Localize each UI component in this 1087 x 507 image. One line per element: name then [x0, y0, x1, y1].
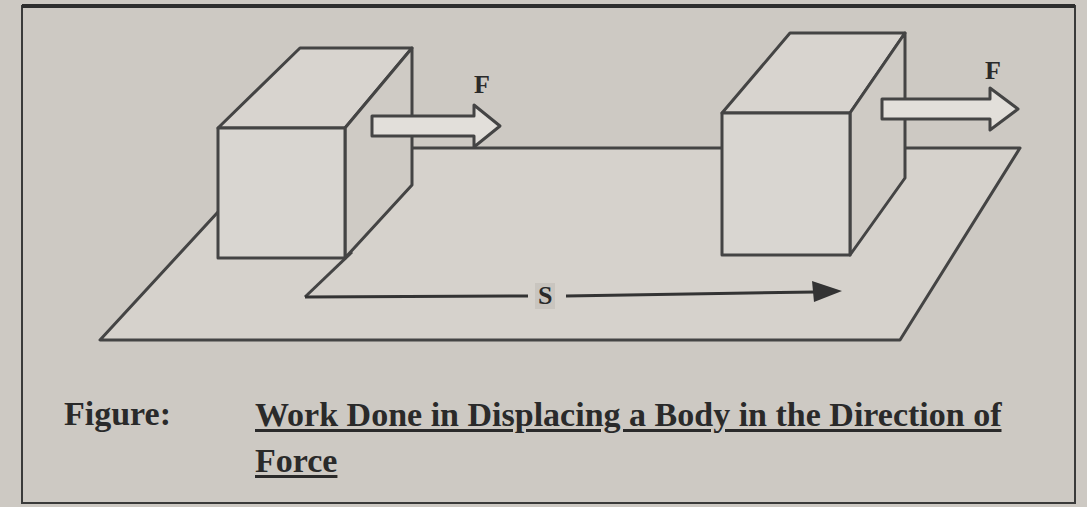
- displacement-label-holder: S: [535, 283, 555, 309]
- frame-top: [22, 4, 1075, 8]
- displacement-arrowhead: [812, 281, 842, 302]
- force-arrow: [882, 88, 1018, 130]
- displacement-line: [566, 292, 815, 296]
- force-arrow: [372, 105, 500, 147]
- block-start: [218, 48, 412, 258]
- force-label-holder: F: [474, 72, 490, 98]
- displacement-label: S: [535, 283, 555, 309]
- block-end: [722, 33, 905, 255]
- figure-caption: Work Done in Displacing a Body in the Di…: [255, 392, 1070, 484]
- figure-label-holder: Figure:: [64, 392, 171, 436]
- force-label: F: [474, 72, 490, 98]
- frame-border: [22, 6, 1075, 503]
- caption-holder: Work Done in Displacing a Body in the Di…: [255, 392, 1070, 484]
- displacement-line: [305, 296, 528, 297]
- force-label: F: [985, 58, 1001, 84]
- force-label-holder: F: [985, 58, 1001, 84]
- figure-label: Figure:: [64, 392, 171, 436]
